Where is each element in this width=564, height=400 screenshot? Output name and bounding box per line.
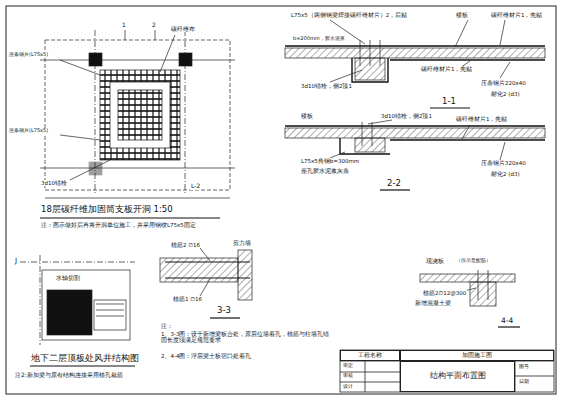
drawing-label: 1、3-3图：设于新增梁板合处，原层位墙着孔，植筋与柱墙孔锚固长度须满足规范要求 [160, 331, 332, 344]
cell-text: 工程名称 [358, 352, 382, 358]
drawing-label: 2 [151, 22, 157, 29]
drawing-label: 楼板 [455, 12, 469, 18]
drawing-label: 日期 [518, 379, 530, 385]
drawing-label: b=200mm，胶水泥浆 [292, 36, 346, 42]
sheet-frame [6, 6, 556, 394]
drawing-label: 3-3 [216, 306, 232, 316]
drawing-label: 3d10锚栓，侧2顶1 [300, 83, 353, 89]
drawing-label: 设计 [342, 384, 354, 390]
drawing-label: J [14, 257, 18, 265]
drawing-label: 审核 [342, 373, 354, 379]
drawing-label: （仅示意配筋） [455, 258, 492, 263]
drawing-label: 注： [160, 323, 174, 329]
drawing-label: 压条钢片320x40 [480, 160, 527, 166]
drawing-label: 4-4 [500, 317, 514, 326]
section-2-2 [285, 120, 545, 190]
drawing-label: 水轴切割 [55, 275, 81, 281]
drawing-label: 碳纤维布 [170, 26, 196, 32]
drawing-label: 3d10锚栓 [40, 180, 68, 186]
drawing-label: 注2:新加梁与原有结构连接采用植孔栽筋 [14, 372, 141, 379]
title-block-cell: 工程名称 [340, 350, 400, 361]
drawing-label: 2、4-4图：浮层梁土板宿口处着孔 [160, 353, 332, 359]
drawing-label: L75x5（两侧钢梁焊接碳纤维材片）2，后贴 [290, 12, 408, 18]
drawing-label: 压条钢片(L75x5) [8, 52, 49, 58]
shaft-plan [20, 255, 135, 366]
drawing-label: 1 [121, 22, 127, 29]
drawing-label: 楼板 [300, 113, 314, 119]
drawing-label: 现浇板 [425, 258, 445, 264]
drawing-label: 剪力墙 [232, 240, 252, 246]
drawing-label: 植筋2∅12@300 [422, 290, 467, 296]
cell-text: 结构平面布置图 [430, 372, 486, 381]
plan-view [40, 30, 235, 198]
drawing-label: 植筋2 ∅16 [170, 242, 201, 248]
section-4-4 [420, 270, 520, 327]
drawing-label: 18层碳纤维加固筒支板开洞 1:50 [40, 205, 174, 215]
drawing-label: 2-2 [386, 179, 402, 189]
cell-text: 加固施工图 [462, 352, 492, 359]
title-block [340, 350, 554, 392]
drawing-label: 图号 [518, 364, 530, 370]
drawing-label: 植筋1 ∅16 [172, 296, 203, 302]
drawing-label: L75x5角钢b=300mm [300, 158, 360, 164]
drawing-label: 耐化2 (d3) [490, 171, 521, 177]
title-block-cell: 加固施工图 [400, 350, 554, 361]
section-1-1 [285, 20, 545, 108]
drawing-label: 1-1 [441, 97, 457, 107]
drawing-label: 新增混凝土梁 [414, 300, 452, 306]
drawing-label: 审定 [342, 363, 354, 369]
drawing-label: 注：图示做好后再将开洞单位施工，并采用钢绞L75x5固定 [40, 222, 227, 228]
drawing-label: 3d10锚栓，侧2顶1 [380, 113, 433, 119]
title-underline [40, 217, 220, 218]
drawing-label: 碳纤维材片1，先贴 [420, 66, 474, 72]
drawing-label: 座孔胶水泥浆灰条 [300, 168, 350, 174]
drawing-label: 地下二层顶板处风井结构图 [30, 354, 140, 364]
drawing-label: 压条钢片(L75x5) [8, 128, 49, 134]
drawing-label: L-2 [190, 183, 201, 190]
section-3-3 [160, 248, 252, 318]
title-block-cell: 结构平面布置图 [400, 361, 515, 392]
drawing-label: 碳纤维材片1，先贴 [490, 12, 544, 18]
drawing-label: 碳纤维材片1，先贴 [455, 116, 509, 122]
drawing-label: 压条钢片220x40 [480, 80, 527, 86]
drawing-label: 耐化2 (d3) [490, 91, 521, 97]
